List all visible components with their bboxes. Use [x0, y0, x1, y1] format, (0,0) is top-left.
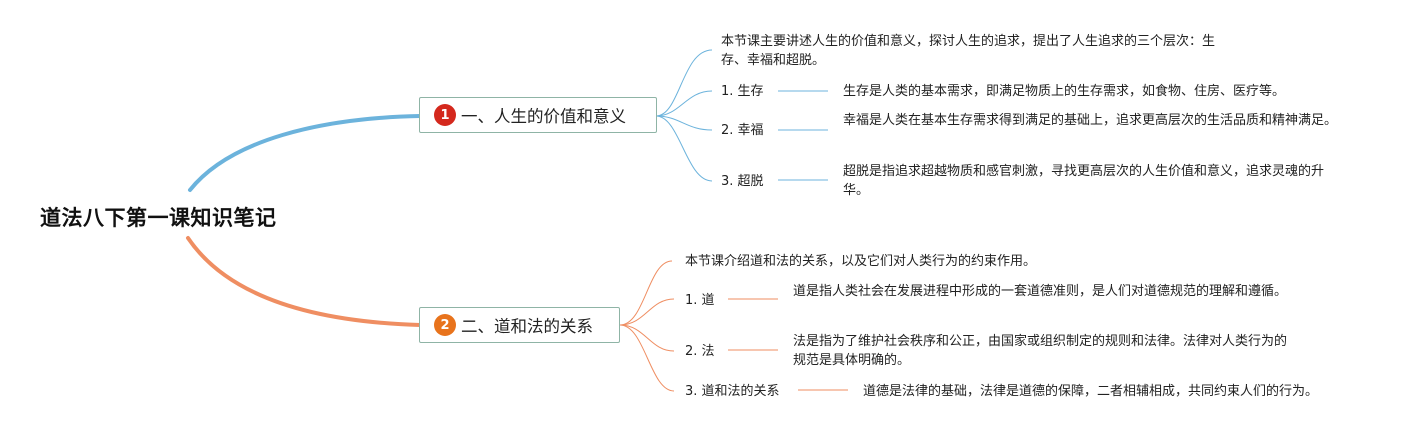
- branch2-topic-3[interactable]: 3. 道和法的关系: [685, 384, 780, 399]
- branch-label: 二、道和法的关系: [461, 317, 593, 336]
- root-title[interactable]: 道法八下第一课知识笔记: [40, 206, 277, 230]
- branch1-topic-2[interactable]: 2. 幸福: [721, 123, 764, 138]
- branch-label: 一、人生的价值和意义: [461, 107, 626, 126]
- branch1-topic2-connector: [655, 115, 713, 131]
- branch1-topic1-connector: [655, 90, 713, 117]
- branch2-topic3-connector: [619, 324, 675, 392]
- root-branch2-connector: [186, 236, 422, 327]
- branch2-topic1-connector: [619, 298, 675, 326]
- branch2-topic2-connector: [619, 324, 675, 352]
- branch1-intro-connector: [655, 49, 713, 117]
- branch2-topic-2[interactable]: 2. 法: [685, 344, 715, 359]
- branch2-intro-text[interactable]: 本节课介绍道和法的关系，以及它们对人类行为的约束作用。: [685, 254, 1037, 269]
- number-badge: 2: [434, 314, 456, 336]
- root-branch1-connector: [188, 114, 422, 192]
- branch-node-2[interactable]: 2 二、道和法的关系: [419, 307, 620, 343]
- branch2-intro-connector: [619, 260, 673, 326]
- branch1-topic-1-detail[interactable]: 生存是人类的基本需求，即满足物质上的生存需求，如食物、住房、医疗等。: [843, 84, 1286, 99]
- branch2-topic-3-detail[interactable]: 道德是法律的基础，法律是道德的保障，二者相辅相成，共同约束人们的行为。: [863, 384, 1319, 399]
- branch1-topic-3[interactable]: 3. 超脱: [721, 174, 764, 189]
- branch2-topic-2-detail[interactable]: 法是指为了维护社会秩序和公正，由国家或组织制定的规则和法律。法律对人类行为的规范…: [793, 334, 1288, 368]
- branch1-topic-1[interactable]: 1. 生存: [721, 84, 764, 99]
- branch1-intro-text[interactable]: 本节课主要讲述人生的价值和意义，探讨人生的追求，提出了人生追求的三个层次：生存、…: [721, 34, 1216, 68]
- branch2-topic-1-detail[interactable]: 道是指人类社会在发展进程中形成的一套道德准则，是人们对道德规范的理解和遵循。: [793, 284, 1288, 299]
- number-badge: 1: [434, 104, 456, 126]
- branch1-topic-2-detail[interactable]: 幸福是人类在基本生存需求得到满足的基础上，追求更高层次的生活品质和精神满足。: [843, 113, 1338, 128]
- branch-node-1[interactable]: 1 一、人生的价值和意义: [419, 97, 657, 133]
- branch1-topic3-connector: [655, 115, 713, 182]
- branch2-topic-1[interactable]: 1. 道: [685, 293, 715, 308]
- branch1-topic-3-detail[interactable]: 超脱是指追求超越物质和感官刺激，寻找更高层次的人生价值和意义，追求灵魂的升华。: [843, 164, 1325, 198]
